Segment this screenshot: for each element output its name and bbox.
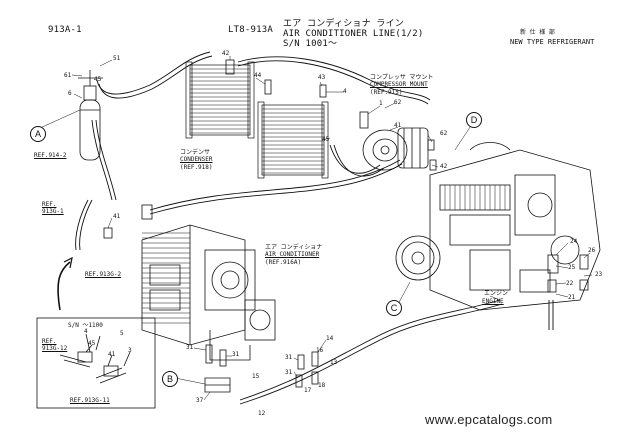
condenser-label-japanese: コンデンサ — [180, 149, 211, 156]
page-code: 913A-1 — [48, 25, 82, 35]
part-number-42-compressor: 42 — [440, 163, 448, 170]
part-number-15: 15 — [252, 373, 260, 380]
hose-lines — [75, 51, 554, 405]
part-number-45: 45 — [94, 76, 102, 83]
callout-d: D — [466, 112, 482, 128]
part-number-23: 23 — [595, 271, 603, 278]
inset-ref-prefix: REF. — [42, 338, 57, 345]
callout-c: C — [386, 300, 402, 316]
condenser-ref: (REF.918) — [180, 164, 213, 171]
part-number-12: 12 — [258, 410, 266, 417]
model-code: LT8-913A — [228, 25, 273, 35]
part-number-43: 43 — [318, 74, 326, 81]
new-type-note-japanese: 新 仕 様 部 — [520, 29, 555, 36]
condenser-label: CONDENSER — [180, 156, 213, 163]
ref-913g-2: REF.913G-2 — [85, 271, 122, 278]
part-number-31-lower: 31 — [285, 354, 293, 361]
part-number-25: 25 — [568, 264, 576, 271]
part-number-1: 1 — [379, 100, 383, 107]
inset-detail — [36, 317, 156, 409]
air-conditioner-label-japanese: エア コンディショナ — [265, 244, 323, 251]
inset-ref-913g-12: 913G-12 — [42, 345, 68, 352]
inset-part-number-45: 45 — [88, 340, 96, 347]
new-type-note-english: NEW TYPE REFRIGERANT — [510, 38, 595, 46]
part-number-22: 22 — [566, 280, 574, 287]
air-conditioner-ref: (REF.916A) — [265, 259, 302, 266]
condenser-rear — [185, 61, 255, 139]
part-number-45-condenser: 45 — [322, 136, 330, 143]
part-number-44: 44 — [254, 72, 262, 79]
condenser-front — [257, 101, 329, 179]
part-number-41: 41 — [394, 122, 402, 129]
callout-b: B — [162, 371, 178, 387]
part-number-51: 51 — [113, 55, 121, 62]
engine-label: ENGINE — [482, 298, 504, 305]
inset-ref-913g-11: REF.913G-11 — [70, 397, 110, 404]
part-number-13: 13 — [330, 359, 338, 366]
inset-serial: S/N ～1100 — [68, 322, 103, 329]
serial-range: S/N 1001～ — [283, 39, 338, 49]
ref-913g-1: 913G-1 — [42, 208, 64, 215]
part-number-37: 37 — [196, 397, 204, 404]
compressor-ref: (REF.915) — [370, 89, 403, 96]
part-number-62-compressor: 62 — [440, 130, 448, 137]
fittings — [103, 59, 589, 393]
part-number-14: 14 — [326, 335, 334, 342]
part-number-41-hose: 41 — [113, 213, 121, 220]
ref-914-2: REF.914-2 — [34, 152, 67, 159]
compressor-label-japanese: コンプレッサ マウント — [370, 74, 434, 81]
part-number-61: 61 — [64, 72, 72, 79]
watermark: www.epcatalogs.com — [425, 412, 553, 427]
title-english: AIR CONDITIONER LINE(1/2) — [283, 29, 424, 39]
part-number-26: 26 — [588, 247, 596, 254]
part-number-18: 18 — [318, 382, 326, 389]
title-japanese: エア コンディショナ ライン — [283, 19, 405, 29]
part-number-31-left: 31 — [186, 344, 194, 351]
callout-a: A — [30, 126, 46, 142]
air-conditioner-label: AIR CONDITIONER — [265, 251, 320, 258]
compressor-label: COMPRESSOR MOUNT — [370, 81, 428, 88]
inset-part-number-41: 41 — [108, 351, 116, 358]
engine-label-japanese: エンジン — [484, 290, 509, 297]
part-number-16: 16 — [316, 347, 324, 354]
inset-part-number-4: 4 — [84, 328, 88, 335]
part-number-17: 17 — [304, 387, 312, 394]
part-number-62: 62 — [394, 99, 402, 106]
receiver-drier — [78, 70, 103, 161]
inset-part-number-3: 3 — [128, 347, 132, 354]
air-conditioner-unit — [141, 224, 276, 361]
compressor — [362, 127, 429, 171]
part-number-6: 6 — [68, 90, 72, 97]
part-number-31-right: 31 — [232, 351, 240, 358]
inset-part-number-5: 5 — [120, 330, 124, 337]
part-number-24: 24 — [570, 238, 578, 245]
ref-913g-1-prefix: REF. — [42, 201, 57, 208]
part-number-31-bottom: 31 — [285, 369, 293, 376]
part-number-21: 21 — [568, 294, 576, 301]
part-number-42: 42 — [222, 50, 230, 57]
part-number-4: 4 — [343, 88, 347, 95]
